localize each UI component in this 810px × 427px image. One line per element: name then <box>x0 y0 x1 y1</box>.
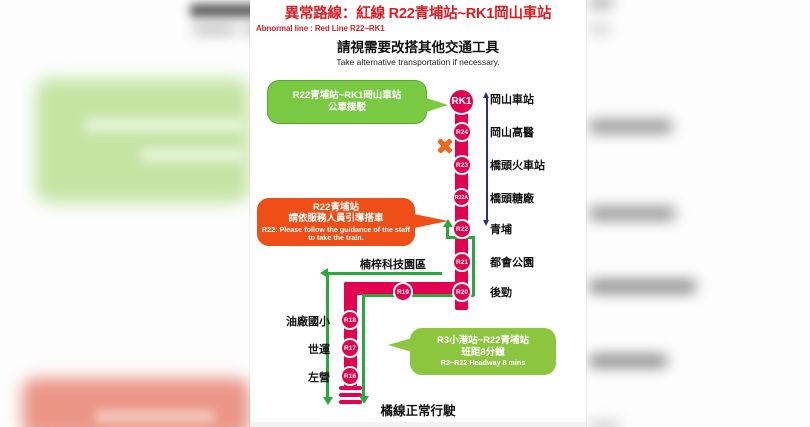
callout-staff-guidance-line2: 請依服務人員引導搭車 <box>288 213 384 225</box>
green-route-arrow-up-a <box>443 219 453 227</box>
backdrop-green-text-blur-1 <box>85 118 245 132</box>
station-marker-r22a[interactable]: R22A <box>452 188 471 207</box>
callout-headway-line3: R3~R22 Headway 8 mins <box>440 358 526 368</box>
service-suspended-x-icon <box>436 137 454 155</box>
station-marker-r20[interactable]: R20 <box>452 282 472 302</box>
callout-bus-shuttle-line1: R22青埔站~RK1岡山車站 <box>292 90 402 102</box>
station-marker-r21[interactable]: R21 <box>452 252 472 272</box>
backdrop-green-text-blur-2 <box>140 148 245 162</box>
callout-bus-shuttle: R22青埔站~RK1岡山車站 公車接駁 <box>267 80 427 124</box>
station-label-r22a: 橋頭糖廠 <box>490 193 534 205</box>
callout-bus-shuttle-line2: 公車接駁 <box>327 102 366 113</box>
callout-staff-guidance-line1: R22青埔站 <box>313 201 359 213</box>
poster-bottom-bar <box>250 422 586 427</box>
station-marker-r24[interactable]: R24 <box>452 122 472 142</box>
backdrop-red-text-blur <box>95 410 215 423</box>
station-marker-r23[interactable]: R23 <box>452 155 472 175</box>
abnormal-line-title-zh: 異常路線：紅線 R22青埔站~RK1岡山車站 <box>284 6 552 22</box>
station-label-r22: 青埔 <box>490 224 512 236</box>
station-marker-r18[interactable]: R18 <box>340 310 360 330</box>
green-route-arrow-left <box>320 268 328 278</box>
station-label-r18: 油廠國小 <box>286 316 330 328</box>
station-label-rk1: 岡山車站 <box>490 94 534 106</box>
backdrop-right-blur-7 <box>589 422 619 427</box>
callout-staff-guidance: R22青埔站 請依服務人員引導搭車 R22: Please follow the… <box>257 198 415 246</box>
station-marker-r17[interactable]: R17 <box>340 338 360 358</box>
backdrop-right-blur-2 <box>589 26 611 32</box>
callout-staff-guidance-line3: R22: Please follow the guidance of the s… <box>261 224 411 243</box>
station-label-r19: 楠梓科技園區 <box>360 259 426 271</box>
callout-headway-line2: 班距8分鐘 <box>461 346 505 358</box>
station-label-r20: 後勁 <box>490 287 512 299</box>
callout-headway: R3小港站~R22青埔站 班距8分鐘 R3~R22 Headway 8 mins <box>410 328 556 375</box>
backdrop-right-blur-1 <box>589 0 613 7</box>
station-label-r21: 都會公園 <box>490 257 534 269</box>
backdrop-right-blur-4 <box>589 207 675 220</box>
green-route-seg-g <box>326 272 442 275</box>
suspended-arrow-head-top <box>483 92 489 98</box>
green-route-arrow-down-right <box>359 396 369 404</box>
station-marker-rk1[interactable]: RK1 <box>448 88 475 115</box>
backdrop-green-callout-blur <box>35 78 250 203</box>
backdrop-right-blur-6 <box>589 355 667 367</box>
suspended-section-line <box>486 98 488 221</box>
advice-title-en: Take alternative transportation if neces… <box>336 57 500 68</box>
advice-title-zh: 請視需要改搭其他交通工具 <box>337 39 499 55</box>
green-route-seg-d <box>362 294 474 297</box>
poster-header: 異常路線：紅線 R22青埔站~RK1岡山車站 Abnormal line : R… <box>250 6 586 67</box>
callout-headway-tail <box>388 338 412 352</box>
green-route-arrow-down-left <box>323 397 333 405</box>
red-line-terminal-stripe-1 <box>339 386 362 390</box>
red-line-terminal-stripe-2 <box>339 393 362 397</box>
backdrop-right-blur-5 <box>589 280 696 293</box>
green-route-seg-f <box>326 272 329 400</box>
route-map: RK1 岡山車站 R24 岡山高醫 R23 橋頭火車站 R22A 橋頭糖廠 R2… <box>250 70 586 427</box>
station-marker-r16[interactable]: R16 <box>340 366 360 386</box>
backdrop-right-blur-3 <box>589 120 672 133</box>
callout-bus-shuttle-tail <box>426 98 448 112</box>
suspended-arrow-head-bottom <box>483 220 489 226</box>
callout-headway-line1: R3小港站~R22青埔站 <box>436 335 530 347</box>
station-label-r24: 岡山高醫 <box>490 127 534 139</box>
backdrop-subtitle-blur-1 <box>193 26 235 33</box>
red-line-terminal-stripe-3 <box>339 400 362 404</box>
abnormal-line-title-en: Abnormal line : Red Line R22~RK1 <box>256 23 385 33</box>
orange-line-normal-note: 橘線正常行駛 <box>380 404 456 418</box>
station-label-r17: 世運 <box>308 344 330 356</box>
callout-staff-guidance-tail <box>414 214 448 228</box>
red-line-left-vertical <box>344 282 357 387</box>
station-marker-r19[interactable]: R19 <box>393 282 413 302</box>
station-label-r16: 左營 <box>308 372 330 384</box>
green-route-seg-e <box>362 294 365 399</box>
station-marker-r22[interactable]: R22 <box>452 219 472 239</box>
service-alert-poster: 異常路線：紅線 R22青埔站~RK1岡山車站 Abnormal line : R… <box>250 0 586 427</box>
green-route-seg-a <box>446 226 449 238</box>
green-route-seg-c <box>472 236 475 296</box>
station-label-r23: 橋頭火車站 <box>490 160 545 172</box>
